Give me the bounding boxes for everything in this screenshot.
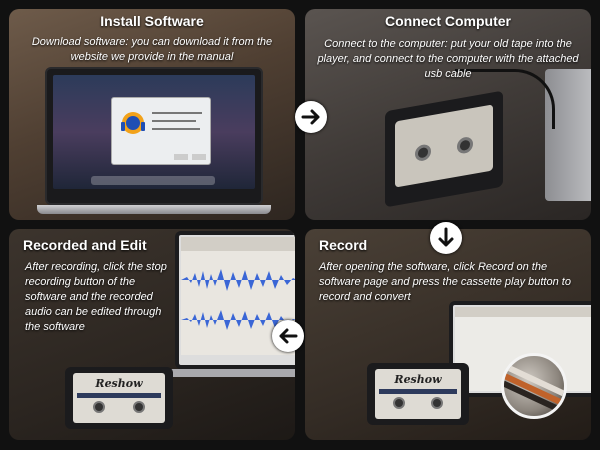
step-description: After opening the software, click Record…	[319, 261, 571, 303]
brand-logo: Reshow	[95, 377, 143, 390]
dialog-button	[192, 154, 206, 160]
brand-strip	[379, 389, 457, 394]
step-title: Recorded and Edit	[23, 237, 147, 253]
usb-cable	[455, 69, 555, 129]
dialog-text-line	[152, 120, 196, 122]
brand-logo: Reshow	[394, 373, 442, 386]
tape-reel	[431, 397, 443, 409]
cassette-tape: Reshow	[73, 373, 165, 423]
step-description: Download software: you can download it f…	[31, 36, 273, 63]
brand-strip	[77, 393, 161, 398]
setup-dialog	[111, 97, 211, 165]
audacity-logo-icon	[121, 112, 145, 134]
step-panel-connect-computer: Connect Computer Connect to the computer…	[305, 9, 591, 220]
step-description: Connect to the computer: put your old ta…	[317, 38, 579, 80]
cassette-tape: Reshow	[375, 369, 461, 419]
step-panel-recorded-and-edit: Reshow Recorded and Edit After recording…	[9, 229, 295, 440]
arrow-down-icon	[430, 222, 462, 254]
laptop-base	[37, 205, 271, 214]
tape-reel	[415, 143, 431, 163]
tape-reel	[457, 135, 473, 155]
arrow-right-icon	[295, 101, 327, 133]
dock	[91, 176, 215, 185]
editor-toolbar	[181, 237, 295, 251]
cassette-tape	[395, 104, 493, 188]
cassette-player-image: Reshow	[65, 367, 173, 429]
laptop-screen	[53, 75, 255, 189]
step-title: Connect Computer	[385, 13, 511, 29]
dialog-text-line	[152, 112, 202, 114]
cassette-player-image	[385, 90, 503, 208]
dialog-button	[174, 154, 188, 160]
tape-reel	[393, 397, 405, 409]
laptop-base	[169, 369, 295, 377]
step-panel-install-software: Install Software Download software: you …	[9, 9, 295, 220]
tape-reel	[133, 401, 145, 413]
step-description: After recording, click the stop recordin…	[25, 261, 167, 333]
step-panel-record: Reshow Record After opening the software…	[305, 229, 591, 440]
editor-toolbar	[455, 307, 591, 317]
dialog-text-line	[152, 128, 200, 130]
tape-reel	[93, 401, 105, 413]
waveform-track	[181, 310, 295, 330]
step-title: Install Software	[100, 13, 204, 29]
cassette-player-image: Reshow	[367, 363, 469, 425]
step-title: Record	[319, 237, 368, 253]
laptop-image	[545, 69, 591, 201]
waveform-track	[181, 269, 295, 291]
laptop-image	[45, 67, 263, 205]
play-button-closeup	[501, 353, 567, 419]
arrow-left-icon	[272, 320, 304, 352]
